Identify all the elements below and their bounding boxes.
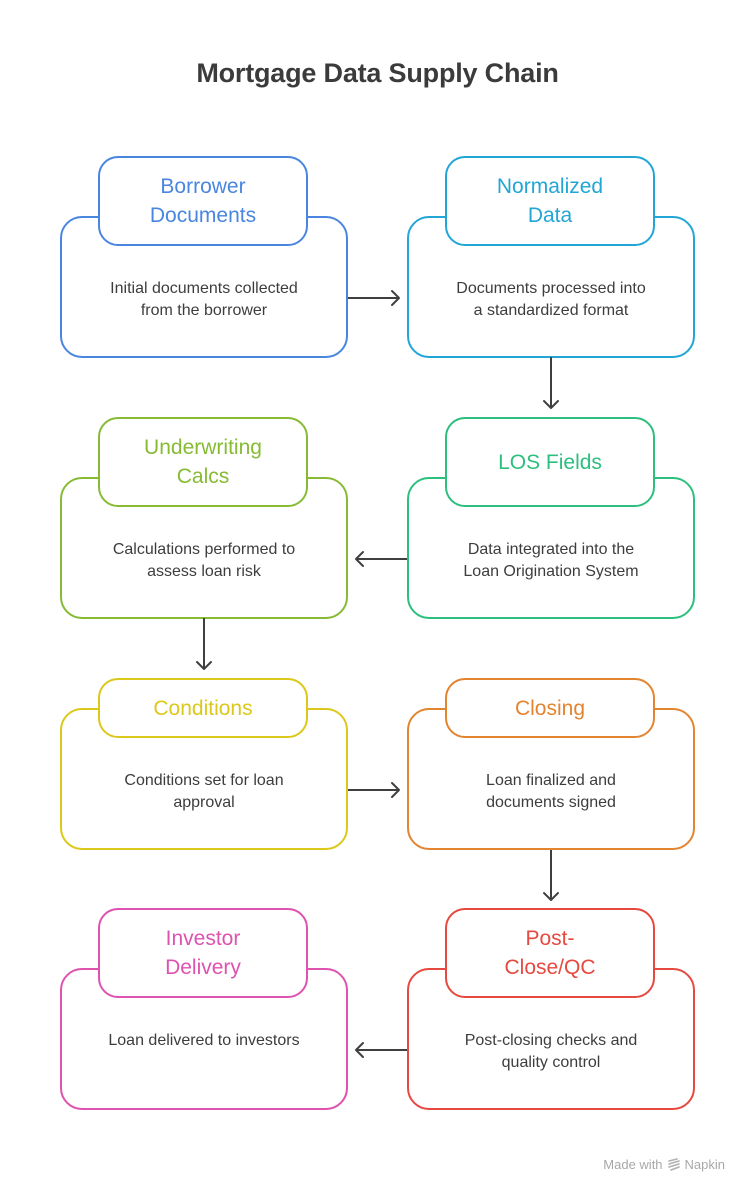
arrow-down-icon	[543, 357, 559, 409]
step-title-investor-delivery: Investor Delivery	[98, 908, 308, 998]
diagram-title: Mortgage Data Supply Chain	[196, 58, 559, 88]
step-title-underwriting-calcs: Underwriting Calcs	[98, 417, 308, 507]
step-title-conditions: Conditions	[98, 678, 308, 738]
footer-watermark: Made with Napkin	[603, 1157, 725, 1172]
arrow-left-icon	[355, 1042, 407, 1058]
step-title-los-fields: LOS Fields	[445, 417, 655, 507]
step-title-normalized-data: Normalized Data	[445, 156, 655, 246]
step-description: Documents processed into a standardized …	[456, 280, 646, 319]
step-title-borrower-documents: Borrower Documents	[98, 156, 308, 246]
arrow-left-icon	[355, 551, 407, 567]
arrow-right-icon	[348, 782, 400, 798]
step-description: Post-closing checks and quality control	[464, 1032, 638, 1071]
arrow-right-icon	[348, 290, 400, 306]
step-title-closing: Closing	[445, 678, 655, 738]
footer-prefix: Made with	[603, 1157, 663, 1172]
step-description: Data integrated into the Loan Originatio…	[463, 541, 639, 580]
arrow-down-icon	[543, 850, 559, 901]
napkin-logo-icon	[667, 1157, 680, 1171]
step-title-post-close-qc: Post- Close/QC	[445, 908, 655, 998]
step-description: Loan delivered to investors	[108, 1032, 300, 1049]
step-description: Loan finalized and documents signed	[486, 772, 616, 811]
step-description: Initial documents collected from the bor…	[110, 280, 298, 319]
arrow-down-icon	[196, 618, 212, 670]
step-description: Calculations performed to assess loan ri…	[112, 541, 296, 580]
step-description: Conditions set for loan approval	[124, 772, 284, 811]
footer-brand: Napkin	[684, 1157, 725, 1172]
